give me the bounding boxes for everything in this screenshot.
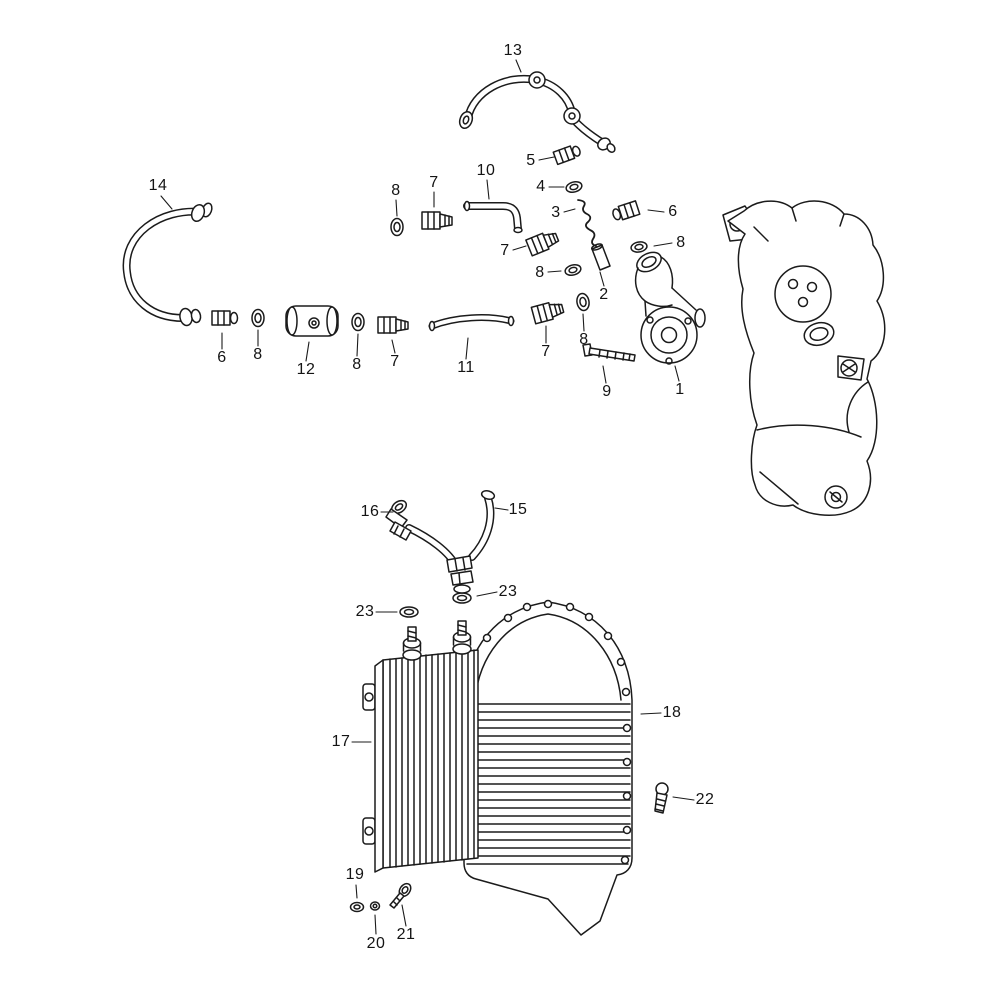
callout-8-a: 8 xyxy=(676,234,686,251)
seal-ring-8-left xyxy=(251,308,265,328)
callout-7-d: 7 xyxy=(541,343,551,360)
seal-ring-8-right xyxy=(630,241,648,253)
canister-12 xyxy=(285,305,339,337)
bolt-9 xyxy=(582,343,636,362)
bolt-21 xyxy=(389,882,412,909)
callout-6-b: 6 xyxy=(217,349,227,366)
callout-23-a: 23 xyxy=(498,583,518,600)
seal-washer-23-right xyxy=(452,592,472,604)
callout-20: 20 xyxy=(366,935,386,952)
callout-16: 16 xyxy=(360,503,380,520)
plug-6-right xyxy=(612,200,641,221)
timing-cover-housing xyxy=(722,200,886,517)
callout-8-c: 8 xyxy=(535,264,545,281)
callout-10: 10 xyxy=(476,162,496,179)
washer-19 xyxy=(349,901,365,913)
callout-23-b: 23 xyxy=(355,603,375,620)
callout-4: 4 xyxy=(536,178,546,195)
callout-6-a: 6 xyxy=(668,203,678,220)
elbow-pipe-10 xyxy=(463,200,523,234)
callout-13: 13 xyxy=(503,42,523,59)
callout-14: 14 xyxy=(148,177,168,194)
cover-plate-18 xyxy=(463,599,633,936)
callout-11: 11 xyxy=(457,359,475,376)
callout-12: 12 xyxy=(296,361,316,378)
callout-8-e: 8 xyxy=(352,356,362,373)
union-7-topleft xyxy=(421,211,453,230)
callout-7-b: 7 xyxy=(500,242,510,259)
callout-8-b: 8 xyxy=(391,182,401,199)
fitting-5 xyxy=(552,145,581,166)
oil-cooler-17 xyxy=(362,620,479,873)
seal-ring-8-middle xyxy=(564,263,582,277)
seal-ring-8-topleft xyxy=(390,217,404,237)
lock-washer-20 xyxy=(369,901,381,911)
callout-3: 3 xyxy=(551,204,561,221)
callout-19: 19 xyxy=(345,866,365,883)
oil-hose-13 xyxy=(458,71,616,153)
plug-6-left xyxy=(211,310,239,326)
pipe-11 xyxy=(428,314,515,332)
callout-8-f: 8 xyxy=(579,331,589,348)
callout-7-a: 7 xyxy=(429,174,439,191)
spring-3 xyxy=(577,199,597,247)
callout-7-c: 7 xyxy=(390,353,400,370)
callout-18: 18 xyxy=(662,704,682,721)
seal-washer-23-left xyxy=(399,606,419,618)
union-7-middle xyxy=(525,232,560,257)
oil-hose-16 xyxy=(385,499,460,570)
screw-22 xyxy=(654,782,669,814)
callout-9: 9 xyxy=(602,383,612,400)
leader-lines xyxy=(160,59,695,935)
callout-5: 5 xyxy=(526,152,536,169)
oil-hose-14 xyxy=(122,202,213,327)
union-7-housing xyxy=(530,301,565,325)
callout-1: 1 xyxy=(675,381,685,398)
callout-17: 17 xyxy=(331,733,351,750)
seal-ring-8-housing xyxy=(576,292,590,312)
callout-22: 22 xyxy=(695,791,715,808)
callout-8-d: 8 xyxy=(253,346,263,363)
thermostat-housing-1 xyxy=(634,251,706,365)
seal-ring-8-canister xyxy=(351,312,365,332)
callout-2: 2 xyxy=(599,286,609,303)
callout-15: 15 xyxy=(508,501,528,518)
valve-piston-2 xyxy=(591,243,611,271)
washer-4 xyxy=(565,180,583,194)
union-7-canister xyxy=(377,316,409,334)
oil-hose-15 xyxy=(446,490,496,594)
callout-21: 21 xyxy=(396,926,416,943)
